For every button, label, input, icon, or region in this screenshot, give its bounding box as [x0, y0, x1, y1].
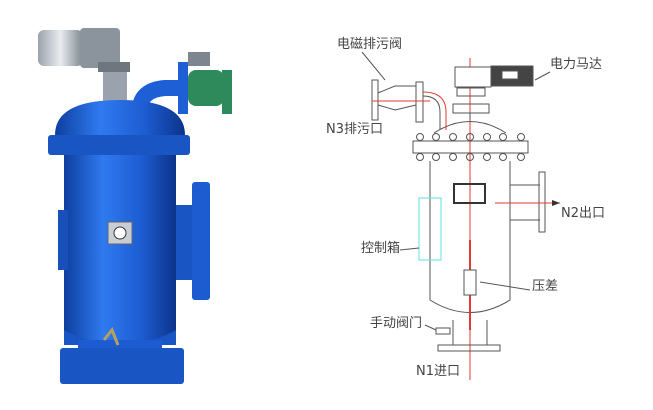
label-manual-valve: 手动阀门: [370, 316, 423, 331]
label-control-box: 控制箱: [361, 241, 401, 256]
label-differential-pressure: 压差: [532, 279, 559, 294]
green-valve-photo: [178, 52, 232, 114]
label-n3-drain: N3排污口: [326, 122, 383, 137]
label-n1-inlet: N1进口: [416, 364, 460, 379]
label-solenoid-valve: 电磁排污阀: [337, 37, 403, 52]
schematic-diagram: [361, 51, 560, 380]
motor-photo: [38, 28, 130, 107]
label-n2-outlet: N2出口: [561, 206, 605, 221]
filter-body-photo: [48, 100, 210, 384]
label-motor: 电力马达: [550, 57, 603, 72]
bolts: [416, 133, 525, 161]
